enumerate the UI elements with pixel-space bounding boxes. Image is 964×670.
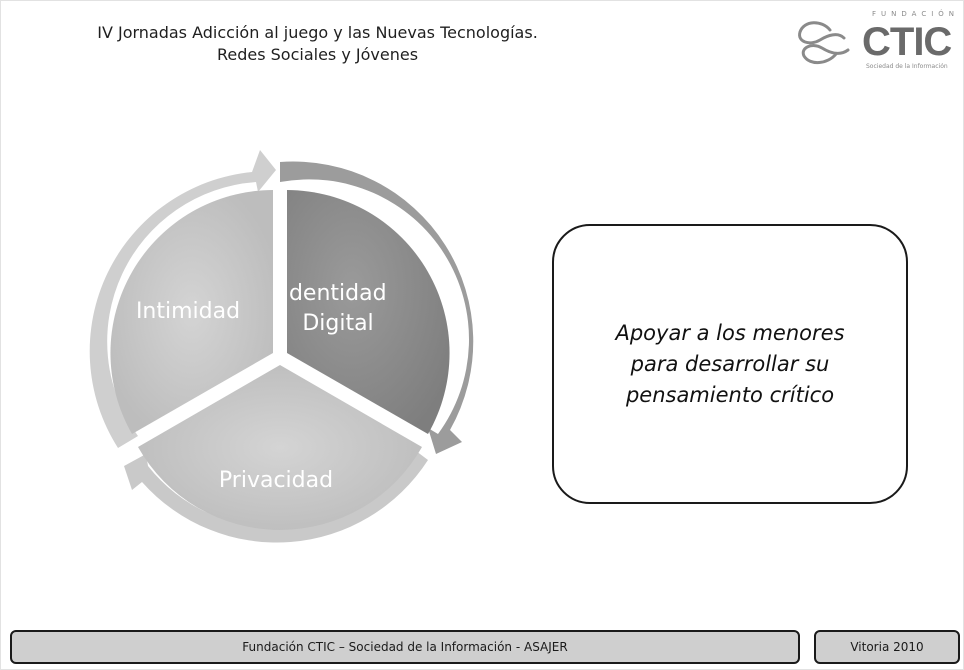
segment-privacidad: [138, 365, 422, 530]
label-identidad-digital: Identidad Digital: [282, 281, 393, 336]
logo-swirl-icon: [798, 21, 850, 64]
segment-identidad-digital: [287, 190, 450, 434]
footer-organization: Fundación CTIC – Sociedad de la Informac…: [10, 630, 800, 664]
segment-intimidad: [110, 190, 273, 434]
footer-location-year: Vitoria 2010: [814, 630, 960, 664]
title-line-2: Redes Sociales y Jóvenes: [216, 45, 419, 64]
cycle-diagram: Intimidad Identidad Digital Privacidad: [89, 150, 474, 543]
ctic-logo: FUNDACIÓN CTIC Sociedad de la Informació…: [792, 8, 964, 78]
slide-title: IV Jornadas Adicción al juego y las Nuev…: [30, 22, 605, 66]
callout-line-2: para desarrollar su: [630, 351, 830, 376]
callout-text: Apoyar a los menores para desarrollar su…: [615, 318, 844, 411]
callout-line-3: pensamiento crítico: [625, 382, 835, 407]
arrow-intimidad-to-identidad: [89, 150, 276, 448]
logo-wordmark: CTIC: [862, 20, 952, 64]
logo-fundacion-text: FUNDACIÓN: [872, 10, 960, 18]
callout-box: Apoyar a los menores para desarrollar su…: [552, 224, 908, 504]
label-privacidad: Privacidad: [219, 468, 333, 493]
label-intimidad: Intimidad: [136, 299, 240, 324]
title-line-1: IV Jornadas Adicción al juego y las Nuev…: [97, 23, 538, 42]
logo-subtitle: Sociedad de la Información: [866, 63, 948, 70]
callout-line-1: Apoyar a los menores: [615, 320, 845, 345]
cycle-arrows: [89, 150, 474, 543]
arrow-privacidad-to-intimidad: [124, 448, 428, 543]
cycle-segments: [110, 190, 450, 530]
